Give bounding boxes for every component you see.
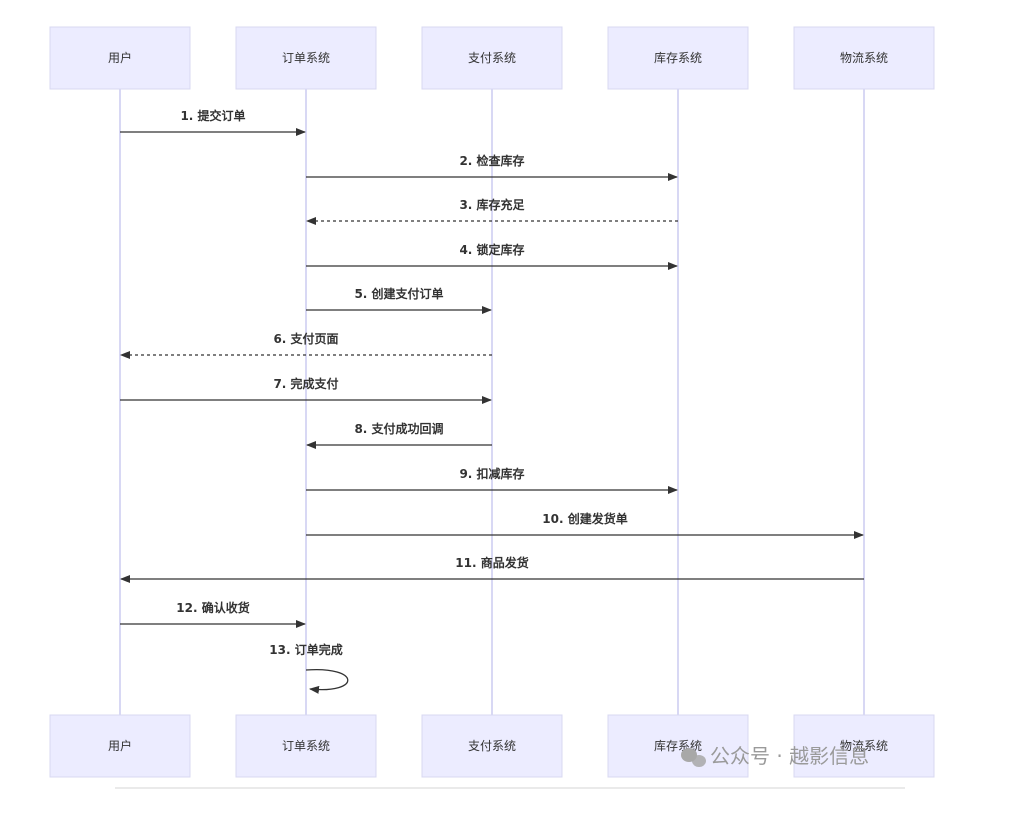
message-1: 1. 提交订单: [120, 108, 306, 136]
message-2: 2. 检查库存: [306, 153, 678, 181]
lifelines: [119, 89, 865, 715]
message-3: 3. 库存充足: [306, 197, 678, 225]
participant-payment-bottom: 支付系统: [421, 714, 563, 778]
message-label: 7. 完成支付: [273, 376, 338, 391]
participant-payment-top: 支付系统: [421, 26, 563, 90]
participant-box: [49, 714, 191, 778]
participant-order-bottom: 订单系统: [235, 714, 377, 778]
message-label: 2. 检查库存: [459, 153, 524, 168]
message-4: 4. 锁定库存: [306, 242, 678, 270]
participant-logistics-bottom: 物流系统: [793, 714, 935, 778]
participant-box: [793, 714, 935, 778]
message-label: 6. 支付页面: [273, 331, 338, 346]
participant-box: [49, 26, 191, 90]
participant-box: [421, 714, 563, 778]
message-label: 3. 库存充足: [459, 197, 524, 212]
top-participants: 用户 订单系统 支付系统 库存系统 物流系统: [49, 26, 935, 90]
participant-user-top: 用户: [49, 26, 191, 90]
participant-box: [235, 26, 377, 90]
participant-box: [421, 26, 563, 90]
message-label: 4. 锁定库存: [459, 242, 524, 257]
participant-label: 库存系统: [654, 50, 702, 65]
message-arrow: [305, 668, 349, 694]
wechat-icon: [681, 748, 706, 767]
participant-user-bottom: 用户: [49, 714, 191, 778]
message-10: 10. 创建发货单: [306, 511, 864, 539]
participant-box: [793, 26, 935, 90]
message-label: 5. 创建支付订单: [354, 286, 443, 301]
participant-label: 物流系统: [840, 739, 888, 753]
message-9: 9. 扣减库存: [306, 466, 678, 494]
message-13: 13. 订单完成: [269, 642, 349, 694]
participant-box: [607, 26, 749, 90]
message-8: 8. 支付成功回调: [306, 421, 492, 449]
participant-box: [607, 714, 749, 778]
participant-label: 支付系统: [468, 739, 516, 753]
participant-label: 用户: [108, 50, 132, 65]
message-12: 12. 确认收货: [120, 600, 306, 628]
message-11: 11. 商品发货: [120, 555, 864, 583]
message-7: 7. 完成支付: [120, 376, 492, 404]
participant-label: 物流系统: [840, 51, 888, 65]
message-label: 11. 商品发货: [455, 555, 528, 570]
participant-inventory-top: 库存系统: [607, 26, 749, 90]
participant-label: 订单系统: [282, 51, 330, 65]
message-6: 6. 支付页面: [120, 331, 492, 359]
participant-label: 订单系统: [282, 739, 330, 753]
participant-label: 支付系统: [468, 51, 516, 65]
message-label: 1. 提交订单: [180, 108, 245, 123]
bottom-participants: 用户订单系统支付系统库存系统物流系统: [49, 714, 935, 778]
participant-label: 用户: [108, 738, 132, 753]
participant-logistics-top: 物流系统: [793, 26, 935, 90]
participant-order-top: 订单系统: [235, 26, 377, 90]
messages: 1. 提交订单 2. 检查库存 3. 库存充足 4. 锁定库存 5. 创建支付订单 6. …: [120, 108, 864, 694]
watermark-text: 公众号 · 越影信息: [710, 744, 869, 768]
message-label: 8. 支付成功回调: [354, 421, 443, 436]
watermark: 公众号 · 越影信息: [681, 744, 869, 768]
message-label: 10. 创建发货单: [542, 511, 627, 526]
message-label: 12. 确认收货: [176, 600, 249, 615]
message-label: 9. 扣减库存: [459, 466, 524, 481]
message-5: 5. 创建支付订单: [306, 286, 492, 314]
participant-box: [235, 714, 377, 778]
message-label: 13. 订单完成: [269, 642, 342, 657]
